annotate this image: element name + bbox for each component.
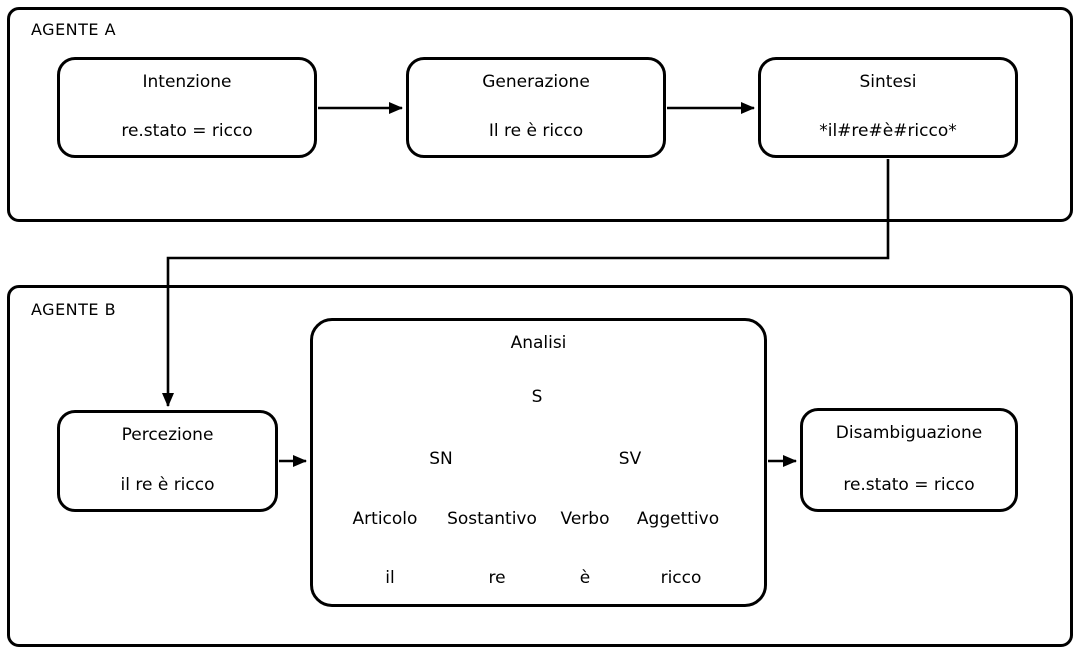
tree-leaf-il: il — [383, 568, 397, 588]
tree-node-verbo: Verbo — [558, 509, 612, 529]
disambiguazione-box: Disambiguazione re.stato = ricco — [800, 408, 1018, 512]
intenzione-value: re.stato = ricco — [121, 121, 253, 141]
disambiguazione-value: re.stato = ricco — [843, 475, 975, 495]
sintesi-value: *il#re#è#ricco* — [819, 121, 957, 141]
tree-node-sostantivo: Sostantivo — [445, 509, 539, 529]
analisi-box: Analisi — [310, 318, 767, 607]
agent-a-label: AGENTE A — [31, 20, 117, 39]
tree-leaf-e: è — [577, 568, 593, 588]
tree-node-articolo: Articolo — [350, 509, 420, 529]
intenzione-title: Intenzione — [142, 72, 232, 92]
agent-b-container: AGENTE B — [7, 285, 1073, 647]
disambiguazione-title: Disambiguazione — [835, 423, 983, 443]
analisi-title: Analisi — [510, 333, 567, 353]
tree-node-sv: SV — [616, 449, 644, 469]
tree-leaf-re: re — [486, 568, 508, 588]
sintesi-title: Sintesi — [859, 72, 917, 92]
tree-node-s: S — [529, 387, 545, 407]
agent-b-label: AGENTE B — [31, 300, 117, 319]
percezione-value: il re è ricco — [120, 475, 215, 495]
generazione-box: Generazione Il re è ricco — [406, 57, 666, 158]
tree-node-aggettivo: Aggettivo — [634, 509, 722, 529]
percezione-title: Percezione — [121, 425, 214, 445]
tree-leaf-ricco: ricco — [658, 568, 704, 588]
agent-a-container: AGENTE A — [7, 7, 1073, 222]
generazione-title: Generazione — [482, 72, 590, 92]
percezione-box: Percezione il re è ricco — [57, 410, 278, 512]
intenzione-box: Intenzione re.stato = ricco — [57, 57, 317, 158]
sintesi-box: Sintesi *il#re#è#ricco* — [758, 57, 1018, 158]
tree-node-sn: SN — [427, 449, 455, 469]
generazione-value: Il re è ricco — [488, 121, 584, 141]
